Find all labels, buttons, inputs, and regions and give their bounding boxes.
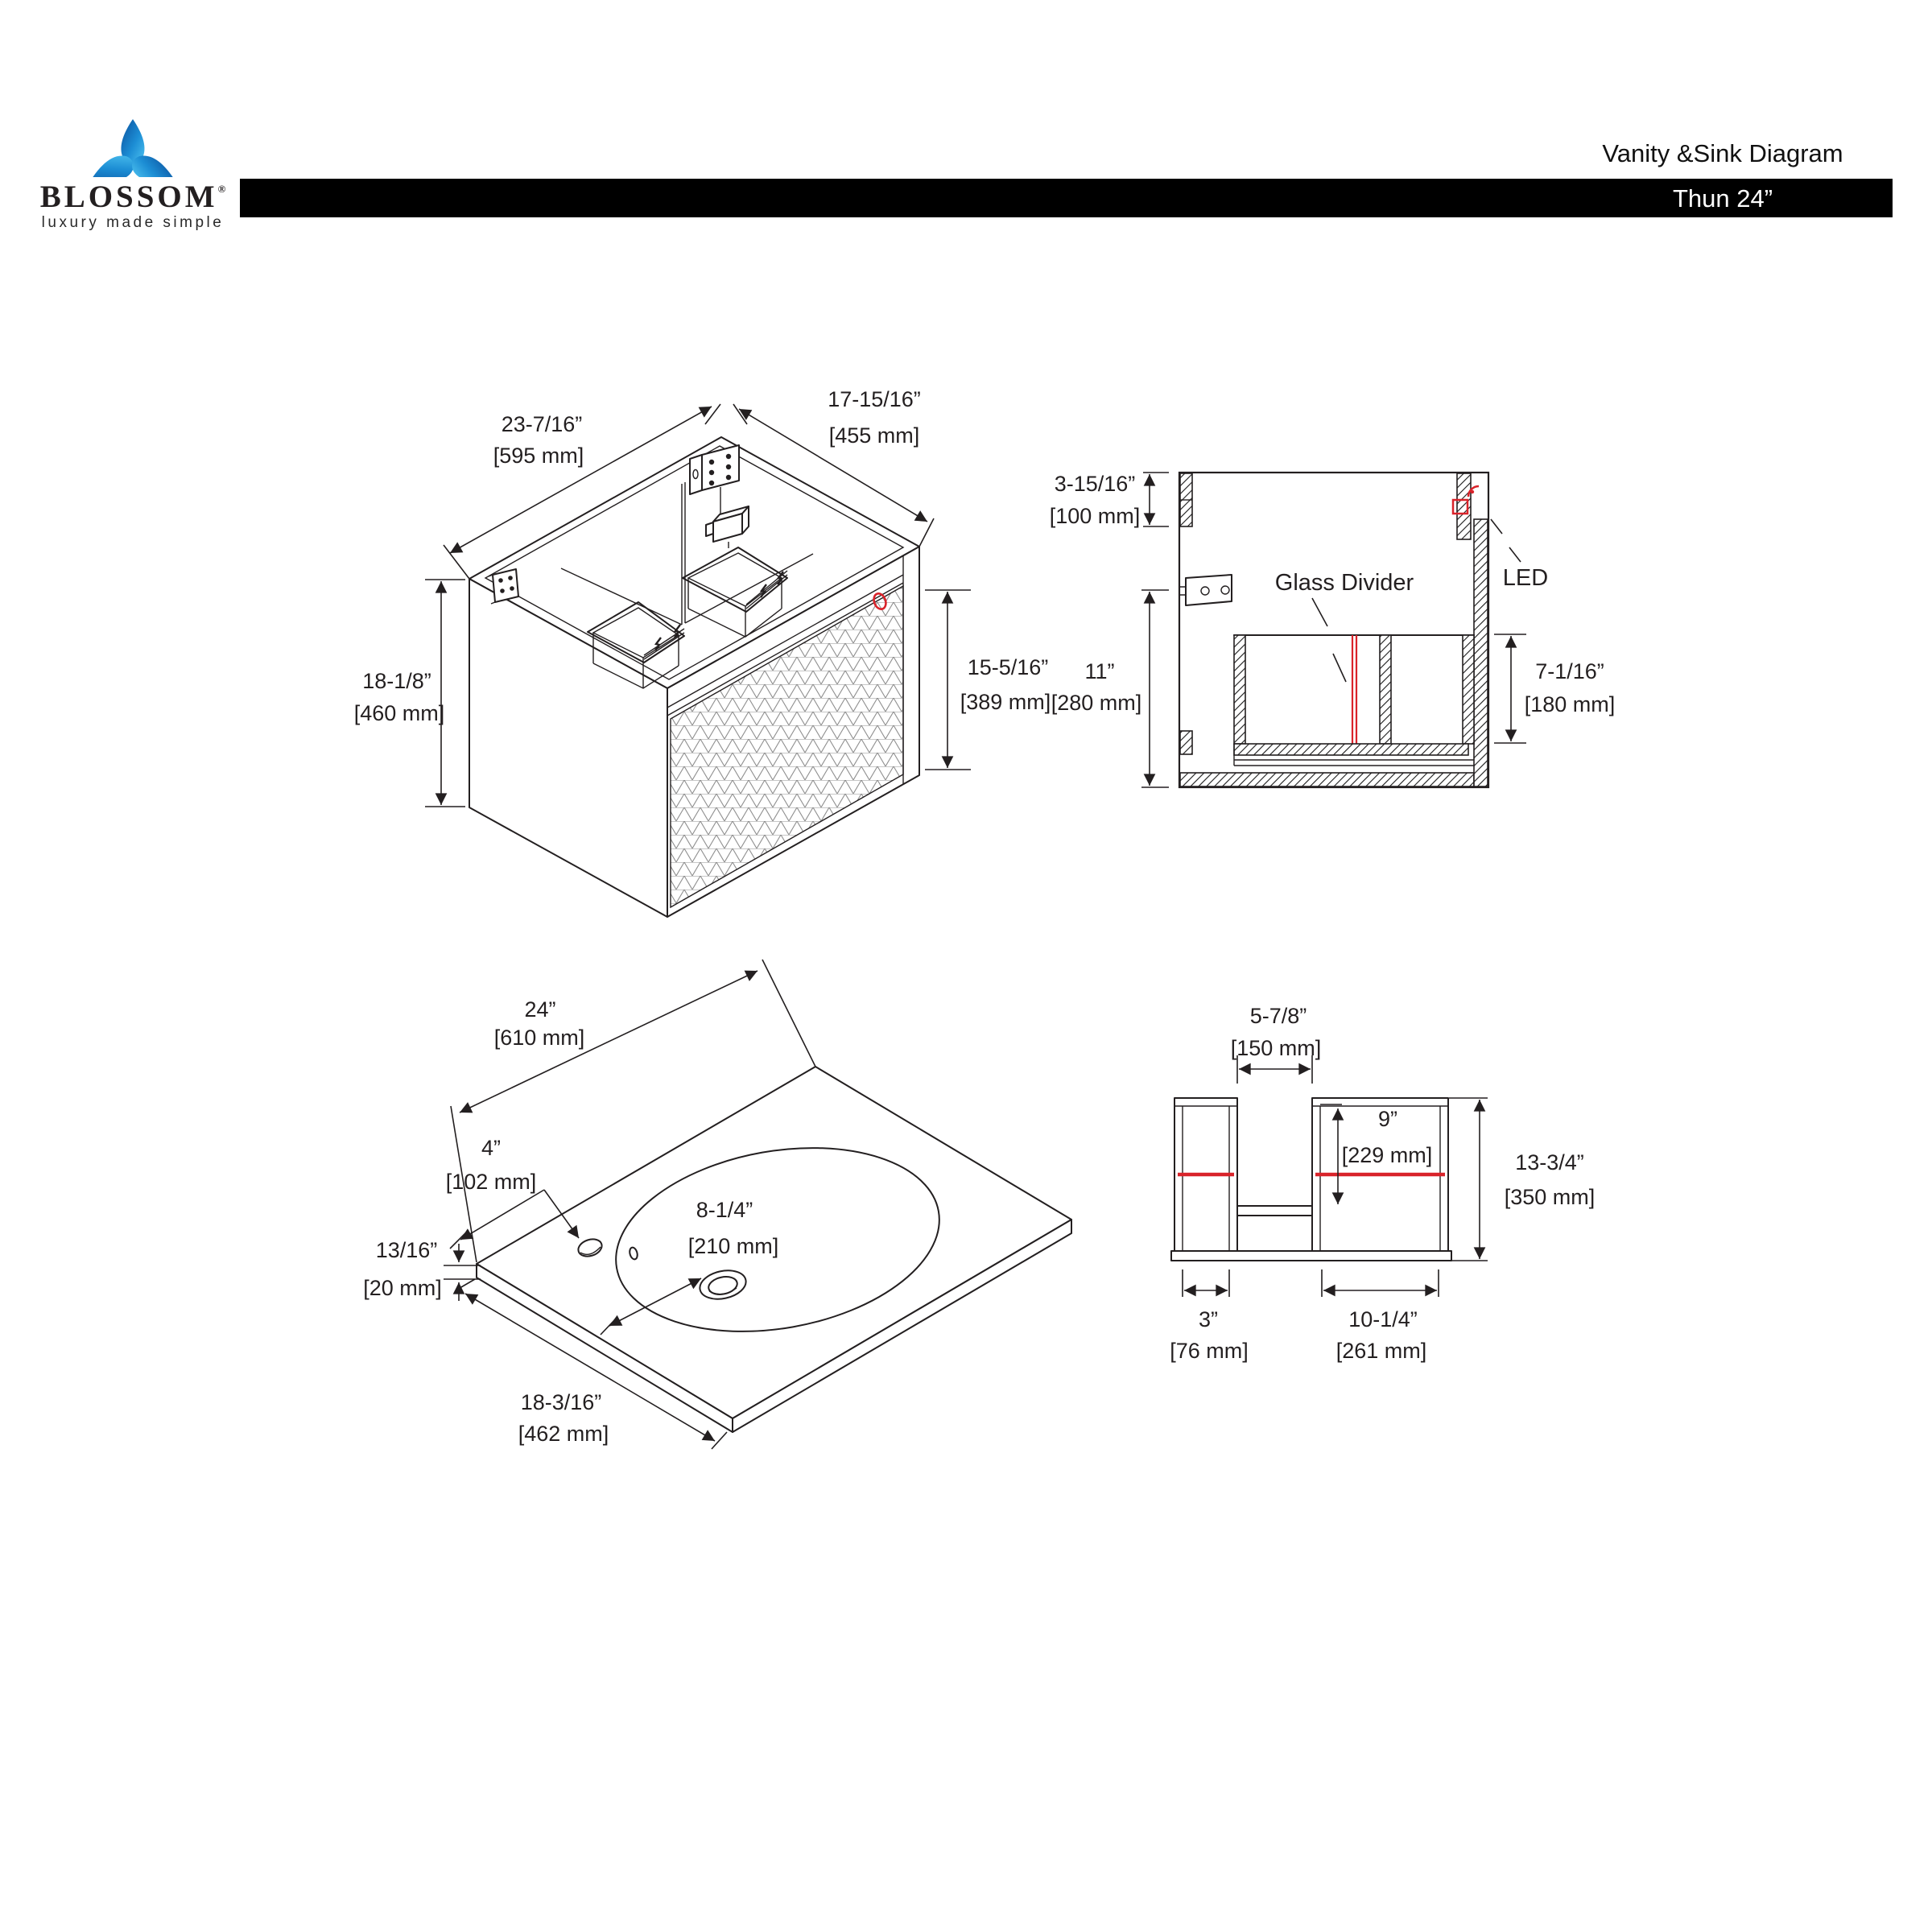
sink-drain-in: 8-1/4” bbox=[696, 1198, 753, 1222]
document-title: Vanity &Sink Diagram bbox=[1602, 139, 1843, 167]
led-dot bbox=[1470, 489, 1475, 494]
vanity-width-mm: [595 mm] bbox=[493, 444, 584, 468]
drawer-right-mm: [261 mm] bbox=[1336, 1339, 1427, 1363]
drawer-left-in: 3” bbox=[1199, 1307, 1218, 1331]
top-rail-section bbox=[1456, 473, 1472, 540]
drawer-base bbox=[1170, 1250, 1452, 1261]
drawer-left-mm: [76 mm] bbox=[1170, 1339, 1249, 1363]
sink-right-edge bbox=[732, 1219, 1072, 1433]
led-leader bbox=[1490, 518, 1521, 563]
drawer-gap-mm: [150 mm] bbox=[1231, 1036, 1322, 1060]
vanity-drawer-mm: [389 mm] bbox=[960, 690, 1051, 714]
faucet-hole bbox=[577, 1238, 603, 1257]
dim-line-sink-depth bbox=[464, 1293, 716, 1442]
drawer-left-compartment bbox=[1174, 1097, 1238, 1252]
vanity-height-in: 18-1/8” bbox=[362, 669, 431, 693]
sink-depth-in: 18-3/16” bbox=[521, 1390, 602, 1414]
vanity-isometric-view: 23-7/16” [595 mm] 17-15/16” [455 mm] 18-… bbox=[354, 387, 1051, 918]
blossom-flower-icon bbox=[91, 119, 175, 182]
cabinet-section-view: 3-15/16” [100 mm] 11” [280 mm] 7-1/16” [… bbox=[1050, 471, 1616, 789]
overflow-hole bbox=[629, 1246, 638, 1261]
sink-width-in: 24” bbox=[524, 997, 555, 1022]
section-height-in: 11” bbox=[1084, 659, 1114, 683]
drawer-compartment-front bbox=[587, 601, 685, 689]
glass-divider-label: Glass Divider bbox=[1275, 570, 1414, 596]
vanity-depth-in: 17-15/16” bbox=[828, 387, 921, 411]
sink-isometric-view: 24” [610 mm] 4” [102 mm] 13/16” [20 mm] … bbox=[363, 959, 1072, 1450]
basin-outline bbox=[615, 1147, 940, 1332]
led-label: LED bbox=[1503, 565, 1548, 591]
drawer-inner-mm: [229 mm] bbox=[1342, 1143, 1433, 1167]
registered-mark: ® bbox=[217, 183, 226, 195]
section-inner-in: 7-1/16” bbox=[1535, 659, 1604, 683]
drawer-inner-in: 9” bbox=[1378, 1107, 1397, 1131]
brand-logo: BLOSSOM® luxury made simple bbox=[32, 105, 233, 232]
section-inner-mm: [180 mm] bbox=[1525, 692, 1616, 716]
sink-drain-mm: [210 mm] bbox=[688, 1234, 779, 1258]
dim-line-depth bbox=[738, 408, 928, 522]
led-strip-marker bbox=[1451, 498, 1469, 515]
cabinet-front-wall bbox=[1473, 518, 1488, 787]
led-lens-arc bbox=[1467, 485, 1480, 497]
sink-width-mm: [610 mm] bbox=[494, 1026, 585, 1050]
wall-bracket-left bbox=[488, 568, 519, 605]
section-height-mm: [280 mm] bbox=[1051, 691, 1142, 715]
dim-line-width bbox=[449, 406, 712, 554]
side-bracket bbox=[1179, 574, 1232, 606]
sink-depth-mm: [462 mm] bbox=[518, 1422, 609, 1446]
drain-hole bbox=[699, 1269, 747, 1300]
drawer-box-section bbox=[1233, 634, 1475, 766]
vanity-height-mm: [460 mm] bbox=[354, 701, 445, 725]
dim-line-sink-width bbox=[459, 970, 758, 1113]
header-bar bbox=[240, 179, 1893, 217]
glass-divider-leader bbox=[1311, 597, 1347, 683]
vanity-drawer-in: 15-5/16” bbox=[968, 655, 1049, 679]
brand-tagline: luxury made simple bbox=[41, 214, 225, 231]
drawer-section-view: 5-7/8” [150 mm] 9” [229 mm] 13-3/4” [350… bbox=[1170, 1004, 1595, 1363]
plumbing-notch-shelf bbox=[1236, 1205, 1313, 1216]
glass-divider-line bbox=[1351, 635, 1358, 746]
sink-thick-mm: [20 mm] bbox=[363, 1276, 442, 1300]
sink-faucet-in: 4” bbox=[481, 1136, 501, 1160]
sink-thick-in: 13/16” bbox=[376, 1238, 438, 1262]
vanity-depth-mm: [455 mm] bbox=[829, 423, 920, 448]
sink-faucet-mm: [102 mm] bbox=[446, 1170, 537, 1194]
model-name: Thun 24” bbox=[1672, 184, 1773, 213]
dim-line-faucet bbox=[460, 1189, 545, 1241]
drawer-gap-in: 5-7/8” bbox=[1250, 1004, 1307, 1028]
drawer-right-in: 10-1/4” bbox=[1348, 1307, 1418, 1331]
drawer-height-in: 13-3/4” bbox=[1515, 1150, 1584, 1174]
handle-marker bbox=[873, 592, 887, 610]
section-outline bbox=[1178, 471, 1490, 789]
drawer-height-mm: [350 mm] bbox=[1505, 1185, 1596, 1209]
drawer-front-pattern bbox=[670, 584, 904, 909]
vanity-width-in: 23-7/16” bbox=[502, 412, 583, 436]
drawer-compartment-back bbox=[682, 547, 788, 638]
section-top-in: 3-15/16” bbox=[1055, 472, 1136, 496]
section-top-mm: [100 mm] bbox=[1050, 504, 1141, 528]
cabinet-bottom-slab bbox=[1179, 772, 1475, 787]
wall-cleat-bottom bbox=[1179, 730, 1193, 755]
brand-name: BLOSSOM® bbox=[39, 180, 226, 214]
